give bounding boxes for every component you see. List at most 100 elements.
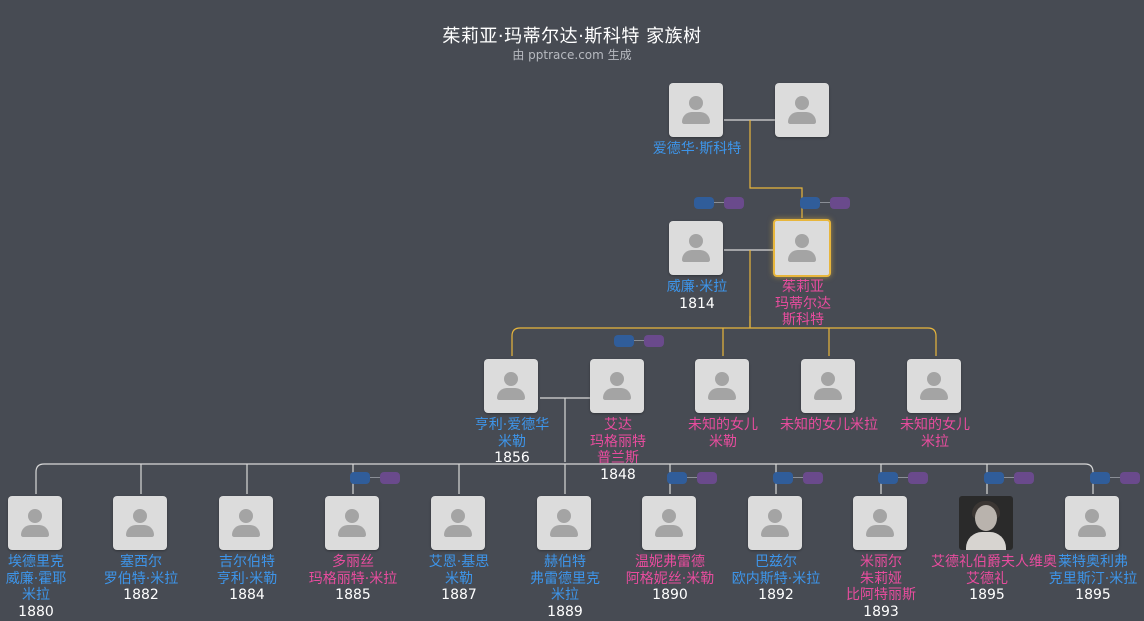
name-line: 未知的女儿 — [900, 417, 970, 433]
avatar-placeholder-icon[interactable] — [1065, 496, 1119, 550]
avatar-placeholder-icon[interactable] — [853, 496, 907, 550]
avatar-placeholder-icon[interactable] — [801, 359, 855, 413]
name-line: 塞西尔 — [120, 554, 162, 570]
avatar-placeholder-icon[interactable] — [113, 496, 167, 550]
name-line: 米勒 — [498, 433, 526, 450]
name-line: 欧内斯特·米拉 — [731, 570, 821, 587]
name-line: 威廉·米拉 — [666, 279, 728, 295]
tag-purple[interactable] — [803, 472, 823, 484]
name-line: 莱特奥利弗 — [1058, 554, 1128, 570]
avatar-placeholder-icon[interactable] — [219, 496, 273, 550]
name-line: 克里斯汀·米拉 — [1048, 570, 1138, 587]
avatar-placeholder-icon[interactable] — [773, 219, 831, 277]
person-name[interactable]: 艾德礼伯爵夫人维奥 艾德礼 1895 — [931, 554, 1057, 604]
name-line: 比阿特丽斯 — [846, 587, 916, 603]
tag-blue[interactable] — [878, 472, 898, 484]
person-name[interactable]: 威廉·米拉 1814 — [641, 279, 753, 312]
name-line: 玛格丽特·米拉 — [308, 570, 398, 587]
tag-purple[interactable] — [697, 472, 717, 484]
person-name[interactable]: 吉尔伯特 亨利·米勒 1884 — [191, 554, 303, 604]
name-line: 米丽尔 — [860, 554, 902, 570]
name-line: 玛格丽特 — [590, 433, 646, 450]
tag-blue[interactable] — [350, 472, 370, 484]
avatar-placeholder-icon[interactable] — [669, 83, 723, 137]
name-line: 米勒 — [445, 570, 473, 587]
person-name[interactable]: 未知的女儿 米拉 — [879, 417, 991, 450]
birth-year: 1890 — [652, 587, 688, 603]
name-line: 未知的女儿米拉 — [780, 417, 878, 433]
person-name[interactable]: 艾恩·基思 米勒 1887 — [403, 554, 515, 604]
portrait-photo[interactable] — [959, 496, 1013, 550]
tag-blue[interactable] — [694, 197, 714, 209]
person-name[interactable]: 未知的女儿 米勒 — [667, 417, 779, 450]
tag-blue[interactable] — [984, 472, 1004, 484]
avatar-placeholder-icon[interactable] — [695, 359, 749, 413]
tag-blue[interactable] — [667, 472, 687, 484]
name-line: 威廉·霍耶 — [5, 570, 67, 587]
birth-year: 1895 — [969, 587, 1005, 603]
person-name[interactable]: 艾达 玛格丽特 普兰斯 1848 — [562, 417, 674, 483]
tag-blue[interactable] — [1090, 472, 1110, 484]
person-name[interactable]: 多丽丝 玛格丽特·米拉 1885 — [297, 554, 409, 604]
birth-year: 1893 — [863, 603, 899, 620]
tag-purple[interactable] — [830, 197, 850, 209]
person-name[interactable]: 莱特奥利弗 克里斯汀·米拉 1895 — [1037, 554, 1144, 604]
name-line: 巴兹尔 — [755, 554, 797, 570]
person-name[interactable]: 未知的女儿米拉 — [773, 417, 885, 434]
name-line: 艾德礼 — [966, 570, 1008, 587]
connector-line — [511, 327, 937, 356]
birth-year: 1895 — [1075, 587, 1111, 603]
person-name[interactable]: 赫伯特 弗雷德里克 米拉 1889 — [509, 554, 621, 620]
avatar-placeholder-icon[interactable] — [537, 496, 591, 550]
tag-purple[interactable] — [380, 472, 400, 484]
birth-year: 1892 — [758, 587, 794, 603]
avatar-placeholder-icon[interactable] — [8, 496, 62, 550]
avatar-placeholder-icon[interactable] — [325, 496, 379, 550]
avatar-placeholder-icon[interactable] — [484, 359, 538, 413]
tag-purple[interactable] — [1014, 472, 1034, 484]
name-line: 温妮弗雷德 — [635, 554, 705, 570]
avatar-placeholder-icon[interactable] — [642, 496, 696, 550]
avatar-placeholder-icon[interactable] — [748, 496, 802, 550]
tag-blue[interactable] — [614, 335, 634, 347]
name-line: 未知的女儿 — [688, 417, 758, 433]
birth-year: 1880 — [18, 603, 54, 620]
name-line: 茱莉亚 — [782, 279, 824, 295]
person-name[interactable]: 爱德华·斯科特 — [641, 141, 753, 158]
page-title: 茱莉亚·玛蒂尔达·斯科特 家族树 — [442, 26, 702, 47]
person-name[interactable]: 巴兹尔 欧内斯特·米拉 1892 — [720, 554, 832, 604]
name-line: 阿格妮丝·米勒 — [625, 570, 715, 587]
birth-year: 1884 — [229, 587, 265, 603]
name-line: 米拉 — [22, 587, 50, 603]
birth-year: 1889 — [547, 603, 583, 620]
person-name[interactable]: 埃德里克 威廉·霍耶 米拉 1880 — [0, 554, 92, 620]
tag-purple[interactable] — [1120, 472, 1140, 484]
person-name[interactable]: 亨利·爱德华 米勒 1856 — [456, 417, 568, 467]
avatar-placeholder-icon[interactable] — [590, 359, 644, 413]
tag-purple[interactable] — [724, 197, 744, 209]
name-line: 艾达 — [604, 417, 632, 433]
person-name[interactable]: 米丽尔 朱莉娅 比阿特丽斯 1893 — [825, 554, 937, 620]
name-line: 普兰斯 — [597, 450, 639, 466]
avatar-placeholder-icon[interactable] — [431, 496, 485, 550]
tag-blue[interactable] — [800, 197, 820, 209]
tag-blue[interactable] — [773, 472, 793, 484]
name-line: 亨利·米勒 — [216, 570, 278, 587]
person-name[interactable]: 塞西尔 罗伯特·米拉 1882 — [85, 554, 197, 604]
birth-year: 1848 — [600, 466, 636, 483]
name-line: 弗雷德里克 — [530, 570, 600, 587]
page-subtitle: 由 pptrace.com 生成 — [512, 48, 632, 62]
avatar-placeholder-icon[interactable] — [775, 83, 829, 137]
name-line: 米拉 — [551, 587, 579, 603]
name-line: 吉尔伯特 — [219, 554, 275, 570]
tag-purple[interactable] — [644, 335, 664, 347]
person-name[interactable]: 温妮弗雷德 阿格妮丝·米勒 1890 — [614, 554, 726, 604]
tag-purple[interactable] — [908, 472, 928, 484]
name-line: 爱德华·斯科特 — [652, 141, 742, 157]
name-line: 多丽丝 — [332, 554, 374, 570]
person-name[interactable]: 茱莉亚 玛蒂尔达 斯科特 — [747, 279, 859, 329]
avatar-placeholder-icon[interactable] — [907, 359, 961, 413]
name-line: 斯科特 — [782, 312, 824, 328]
avatar-placeholder-icon[interactable] — [669, 221, 723, 275]
